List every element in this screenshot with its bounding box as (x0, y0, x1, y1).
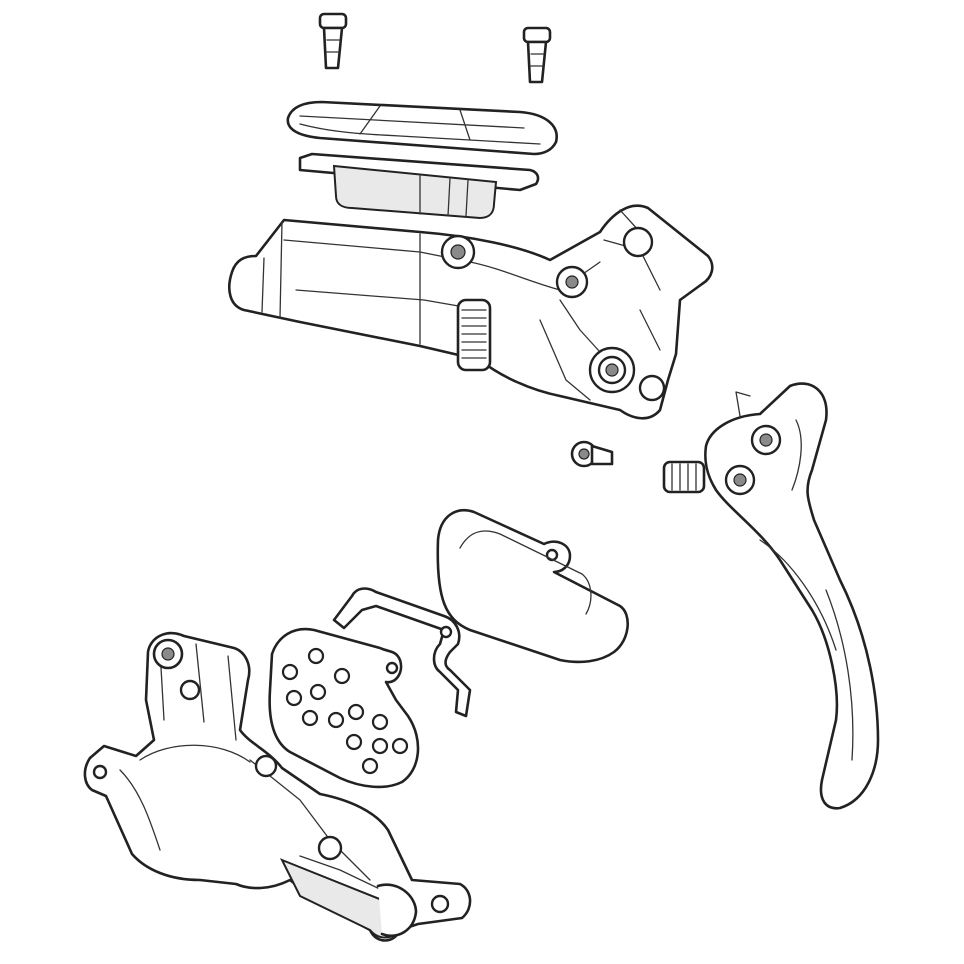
reservoir-cap-icon (286, 100, 558, 156)
reservoir-bladder-icon (298, 152, 540, 220)
lever-pivot-bolt-icon (570, 440, 614, 468)
reservoir-screw-right-icon (522, 26, 552, 84)
brake-pad-front-icon (268, 627, 420, 789)
brake-lever-blade-icon (662, 382, 880, 810)
reservoir-screw-left-icon (318, 12, 348, 70)
brake-caliper-icon (83, 631, 472, 942)
pad-spring-clip-icon (332, 587, 472, 718)
master-cylinder-body-icon (228, 204, 714, 420)
brake-pad-rear-icon (436, 509, 629, 664)
